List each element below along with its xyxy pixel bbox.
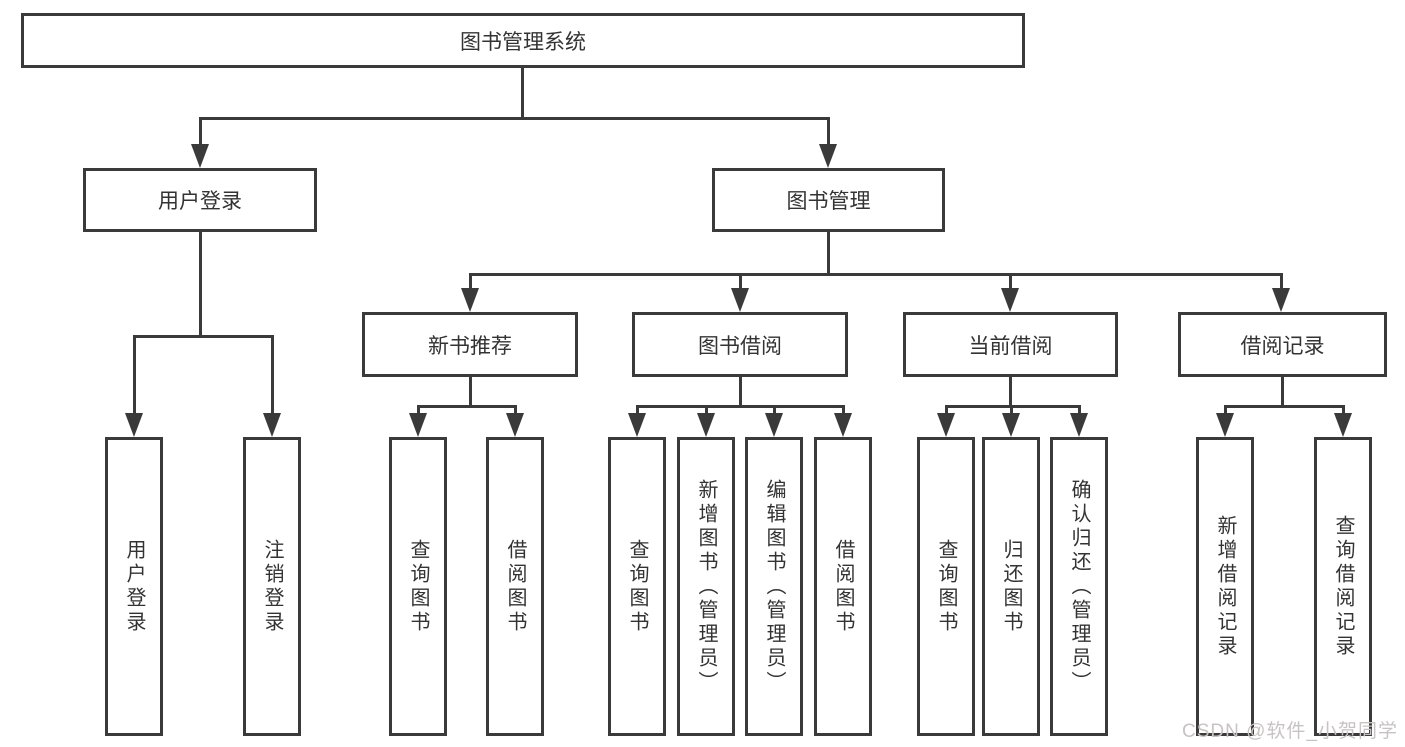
connector-line (1281, 377, 1284, 408)
arrowhead (628, 413, 646, 437)
arrowhead (1272, 288, 1290, 312)
node-leaf-recommend-query-books: 查询图书 (389, 437, 447, 736)
arrowhead (1070, 413, 1088, 437)
node-label: 注销登录 (261, 538, 283, 635)
arrowhead (461, 288, 479, 312)
connector-line (417, 405, 420, 417)
connector-line (271, 335, 274, 416)
node-leaf-borrow-edit-books-admin: 编辑图书（管理员） (745, 437, 803, 736)
connector-line (199, 117, 829, 120)
arrowhead (1334, 413, 1352, 437)
node-label: 编辑图书（管理员） (763, 478, 785, 695)
arrowhead (125, 413, 143, 437)
connector-line (636, 405, 639, 417)
connector-line (705, 405, 708, 417)
connector-line (469, 377, 472, 408)
connector-line (514, 405, 517, 417)
node-label: 图书管理 (786, 190, 871, 213)
node-label: 查询图书 (935, 538, 957, 635)
node-leaf-logout: 注销登录 (243, 437, 301, 736)
connector-line (418, 405, 515, 408)
node-leaf-current-query-books: 查询图书 (917, 437, 975, 736)
connector-line (739, 273, 742, 291)
node-current-borrow: 当前借阅 (903, 312, 1118, 377)
arrowhead (1002, 413, 1020, 437)
node-book-management: 图书管理 (712, 168, 945, 232)
node-new-book-recommend: 新书推荐 (362, 312, 578, 377)
connector-line (827, 117, 830, 147)
connector-line (1010, 405, 1013, 417)
connector-line (469, 273, 472, 291)
node-leaf-borrow-query-books: 查询图书 (608, 437, 666, 736)
node-label: 查询图书 (407, 538, 429, 635)
arrowhead (1216, 413, 1234, 437)
node-label: 查询借阅记录 (1332, 514, 1354, 659)
connector-line (842, 405, 845, 417)
node-label: 用户登录 (158, 190, 242, 213)
node-label: 图书管理系统 (460, 30, 586, 54)
node-borrow-records: 借阅记录 (1178, 312, 1387, 377)
connector-line (827, 232, 830, 276)
connector-line (1225, 405, 1343, 408)
arrowhead (697, 413, 715, 437)
node-label: 借阅记录 (1240, 334, 1325, 358)
connector-line (199, 232, 202, 338)
node-label: 用户登录 (123, 538, 145, 635)
connector-line (773, 405, 776, 417)
node-label: 借阅图书 (504, 538, 526, 635)
node-leaf-records-add-borrow-record: 新增借阅记录 (1196, 437, 1254, 736)
arrowhead (937, 413, 955, 437)
node-leaf-user-login: 用户登录 (105, 437, 163, 736)
node-label: 当前借阅 (968, 334, 1053, 358)
csdn-watermark: CSDN @软件_小贺同学 (1182, 721, 1398, 742)
node-library-management-system: 图书管理系统 (21, 13, 1025, 68)
arrowhead (834, 413, 852, 437)
arrowhead (409, 413, 427, 437)
connector-line (739, 377, 742, 408)
connector-line (133, 335, 136, 416)
connector-line (637, 405, 844, 408)
connector-line (199, 117, 202, 147)
node-leaf-records-query-borrow-record: 查询借阅记录 (1314, 437, 1372, 736)
node-label: 新增图书（管理员） (695, 478, 717, 695)
node-label: 新书推荐 (428, 334, 512, 358)
node-label: 查询图书 (626, 538, 648, 635)
node-label: 归还图书 (1000, 538, 1022, 635)
node-book-borrow: 图书借阅 (632, 312, 848, 377)
connector-line (1224, 405, 1227, 417)
node-label: 新增借阅记录 (1214, 514, 1236, 659)
arrowhead (506, 413, 524, 437)
connector-line (521, 68, 524, 120)
node-label: 确认归还（管理员） (1068, 478, 1090, 695)
connector-line (1009, 273, 1012, 291)
node-leaf-current-confirm-return-admin: 确认归还（管理员） (1050, 437, 1108, 736)
arrowhead (765, 413, 783, 437)
connector-line (1078, 405, 1081, 417)
arrowhead (191, 144, 209, 168)
connector-line (945, 405, 948, 417)
connector-line (470, 273, 1282, 276)
node-leaf-borrow-borrow-books: 借阅图书 (814, 437, 872, 736)
connector-line (134, 335, 273, 338)
connector-line (946, 405, 1080, 408)
connector-line (1009, 377, 1012, 408)
node-label: 借阅图书 (832, 538, 854, 635)
arrowhead (819, 144, 837, 168)
node-leaf-borrow-add-books-admin: 新增图书（管理员） (677, 437, 735, 736)
connector-line (1280, 273, 1283, 291)
connector-line (1342, 405, 1345, 417)
node-label: 图书借阅 (698, 334, 782, 358)
arrowhead (1001, 288, 1019, 312)
arrowhead (263, 413, 281, 437)
node-leaf-current-return-books: 归还图书 (982, 437, 1040, 736)
node-leaf-recommend-borrow-books: 借阅图书 (486, 437, 544, 736)
arrowhead (731, 288, 749, 312)
node-user-login: 用户登录 (83, 168, 317, 232)
